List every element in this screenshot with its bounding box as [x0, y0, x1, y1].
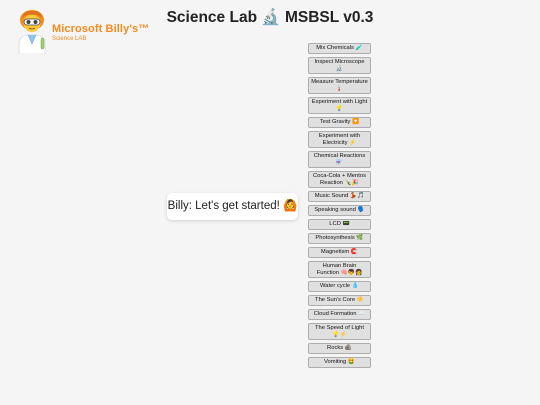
- experiment-menu: Mix Chemicals 🧪 Inspect Microscope 🔬 Mea…: [308, 43, 371, 371]
- chat-bubble: Billy: Let's get started! 🙆: [167, 193, 298, 220]
- page-title: Science Lab 🔬 MSBSL v0.3: [166, 9, 374, 26]
- test-gravity-button[interactable]: Test Gravity 🔽: [308, 117, 371, 128]
- inspect-microscope-button[interactable]: Inspect Microscope 🔬: [308, 57, 371, 74]
- chemical-reactions-button[interactable]: Chemical Reactions ⚗️: [308, 151, 371, 168]
- menu-label: Photosynthesis 🌿: [315, 235, 364, 242]
- menu-label: Cloud Formation ☁️: [313, 311, 366, 318]
- menu-label: Rocks 🪨: [327, 345, 352, 352]
- menu-label: The Sun's Core ☀️: [315, 297, 364, 304]
- rocks-button[interactable]: Rocks 🪨: [308, 343, 371, 354]
- mix-chemicals-button[interactable]: Mix Chemicals 🧪: [308, 43, 371, 54]
- human-brain-button[interactable]: Human Brain Function 🧠👦👩: [308, 261, 371, 278]
- app-logo: Microsoft Billy's™ Science LAB: [12, 8, 162, 54]
- menu-label: The Speed of Light 💡⚡: [315, 325, 364, 338]
- coca-cola-mentos-button[interactable]: Coca-Cola + Mentos Reaction 🍾🎉: [308, 171, 371, 188]
- logo-title: Microsoft Billy's™: [52, 23, 150, 35]
- speaking-sound-button[interactable]: Speaking sound 🗣️: [308, 205, 371, 216]
- menu-label: Speaking sound 🗣️: [314, 207, 365, 214]
- experiment-light-button[interactable]: Experiment with Light 💡: [308, 97, 371, 114]
- music-sound-button[interactable]: Music Sound 💃🎵: [308, 191, 371, 202]
- menu-label: Human Brain Function 🧠👦👩: [316, 263, 363, 276]
- menu-label: Chemical Reactions ⚗️: [313, 153, 366, 166]
- menu-label: Magnetism 🧲: [320, 249, 359, 256]
- menu-label: Water cycle 💧: [320, 283, 359, 290]
- water-cycle-button[interactable]: Water cycle 💧: [308, 281, 371, 292]
- experiment-electricity-button[interactable]: Experiment with Electricity ⚡: [308, 131, 371, 148]
- menu-label: Coca-Cola + Mentos Reaction 🍾🎉: [312, 173, 366, 186]
- menu-label: Measure Temperature 🌡️: [311, 79, 368, 92]
- scientist-avatar-icon: [18, 10, 46, 54]
- menu-label: Experiment with Light 💡: [311, 99, 368, 112]
- lcd-button[interactable]: LCD 📟: [308, 219, 371, 230]
- menu-label: LCD 📟: [329, 221, 350, 228]
- magnetism-button[interactable]: Magnetism 🧲: [308, 247, 371, 258]
- cloud-formation-button[interactable]: Cloud Formation ☁️: [308, 309, 371, 320]
- measure-temperature-button[interactable]: Measure Temperature 🌡️: [308, 77, 371, 94]
- menu-label: Mix Chemicals 🧪: [316, 45, 363, 52]
- logo-subtitle: Science LAB: [52, 36, 87, 42]
- menu-label: Vomiting 🤮: [323, 359, 356, 366]
- suns-core-button[interactable]: The Sun's Core ☀️: [308, 295, 371, 306]
- photosynthesis-button[interactable]: Photosynthesis 🌿: [308, 233, 371, 244]
- menu-label: Music Sound 💃🎵: [314, 193, 365, 200]
- menu-label: Inspect Microscope 🔬: [314, 59, 365, 72]
- speed-of-light-button[interactable]: The Speed of Light 💡⚡: [308, 323, 371, 340]
- menu-label: Test Gravity 🔽: [319, 119, 360, 126]
- menu-label: Experiment with Electricity ⚡: [318, 133, 361, 146]
- vomiting-button[interactable]: Vomiting 🤮: [308, 357, 371, 368]
